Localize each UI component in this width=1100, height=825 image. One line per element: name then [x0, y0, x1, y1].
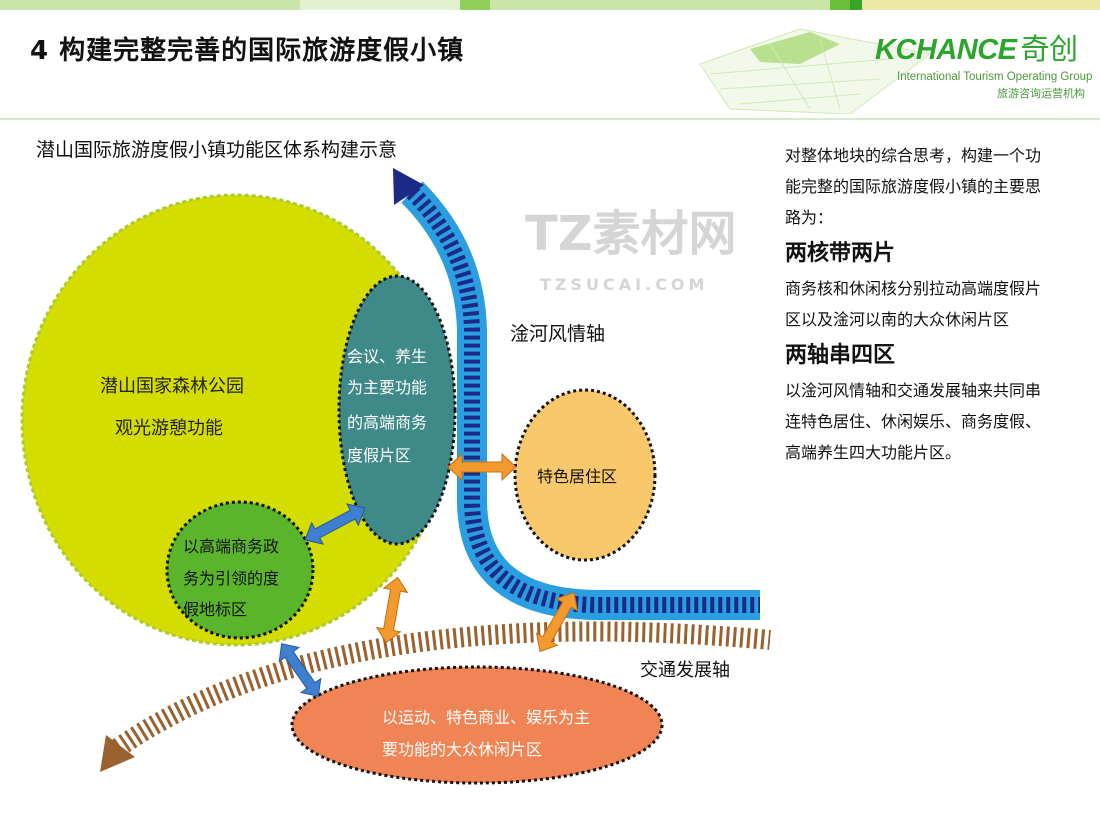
forest-label-2: 观光游憩功能	[115, 418, 223, 439]
body-line: 高端养生四大功能片区。	[785, 443, 962, 462]
connector-arrow-landmark-leisure	[278, 643, 322, 697]
traffic-axis	[112, 621, 771, 757]
body-line: 商务核和休闲核分别拉动高端度假片	[785, 279, 1042, 298]
body-line: 连特色居住、休闲娱乐、商务度假、	[785, 412, 1042, 431]
leisure-zone-label: 以运动、特色商业、娱乐为主 要功能的大众休闲片区	[382, 708, 595, 759]
river-axis-label: 淦河风情轴	[510, 323, 605, 345]
top-color-bar	[0, 0, 1100, 10]
traffic-axis-arrowhead	[100, 735, 135, 772]
heading-two-axes: 两轴串四区	[785, 343, 896, 368]
river-axis-arrowhead	[393, 168, 424, 205]
heading-two-cores: 两核带两片	[785, 241, 896, 266]
intro-line: 路为：	[785, 208, 834, 227]
connector-arrow-landmark-business	[304, 503, 366, 545]
connector-arrow-forest-traffic	[375, 576, 409, 644]
watermark-sub: TZSUCAI.COM	[540, 275, 708, 294]
brand-tagline-en: International Tourism Operating Group	[897, 71, 1093, 83]
site-map-illustration	[699, 28, 930, 114]
summary-panel: 对整体地块的综合思考，构建一个功 能完整的国际旅游度假小镇的主要思 路为： 两核…	[785, 140, 1095, 468]
business-resort-zone	[337, 274, 457, 546]
landmark-zone-label: 以高端商务政 务为引领的度 假地标区	[183, 537, 284, 619]
landmark-zone	[165, 500, 315, 640]
watermark: TZ素材网 TZSUCAI.COM	[525, 206, 737, 294]
traffic-axis-label: 交通发展轴	[640, 660, 730, 681]
river-axis-stripes	[406, 186, 760, 613]
function-zone-diagram: 潜山国际旅游度假小镇功能区体系构建示意 潜山国家森林公园 观光游憩功能 交通发展…	[20, 139, 771, 785]
watermark-main: TZ素材网	[525, 206, 737, 262]
residential-zone-label: 特色居住区	[537, 467, 617, 486]
residential-zone	[513, 388, 657, 562]
brand-tagline-cn: 旅游咨询运营机构	[997, 87, 1085, 100]
connector-arrow-business-residential	[447, 452, 517, 482]
business-zone-label: 会议、养生 为主要功能 的高端商务 度假片区	[347, 347, 432, 465]
intro-line: 能完整的国际旅游度假小镇的主要思	[785, 177, 1042, 196]
forest-label-1: 潜山国家森林公园	[100, 376, 244, 397]
diagram-title: 潜山国际旅游度假小镇功能区体系构建示意	[36, 139, 397, 161]
connector-arrow-river-traffic	[535, 591, 579, 653]
leisure-zone	[290, 665, 664, 785]
header-divider	[0, 118, 1100, 120]
page-title: 4 构建完整完善的国际旅游度假小镇	[30, 36, 465, 66]
body-line: 区以及淦河以南的大众休闲片区	[785, 310, 1010, 329]
intro-line: 对整体地块的综合思考，构建一个功	[785, 146, 1042, 165]
body-line: 以淦河风情轴和交通发展轴来共同串	[785, 381, 1042, 400]
